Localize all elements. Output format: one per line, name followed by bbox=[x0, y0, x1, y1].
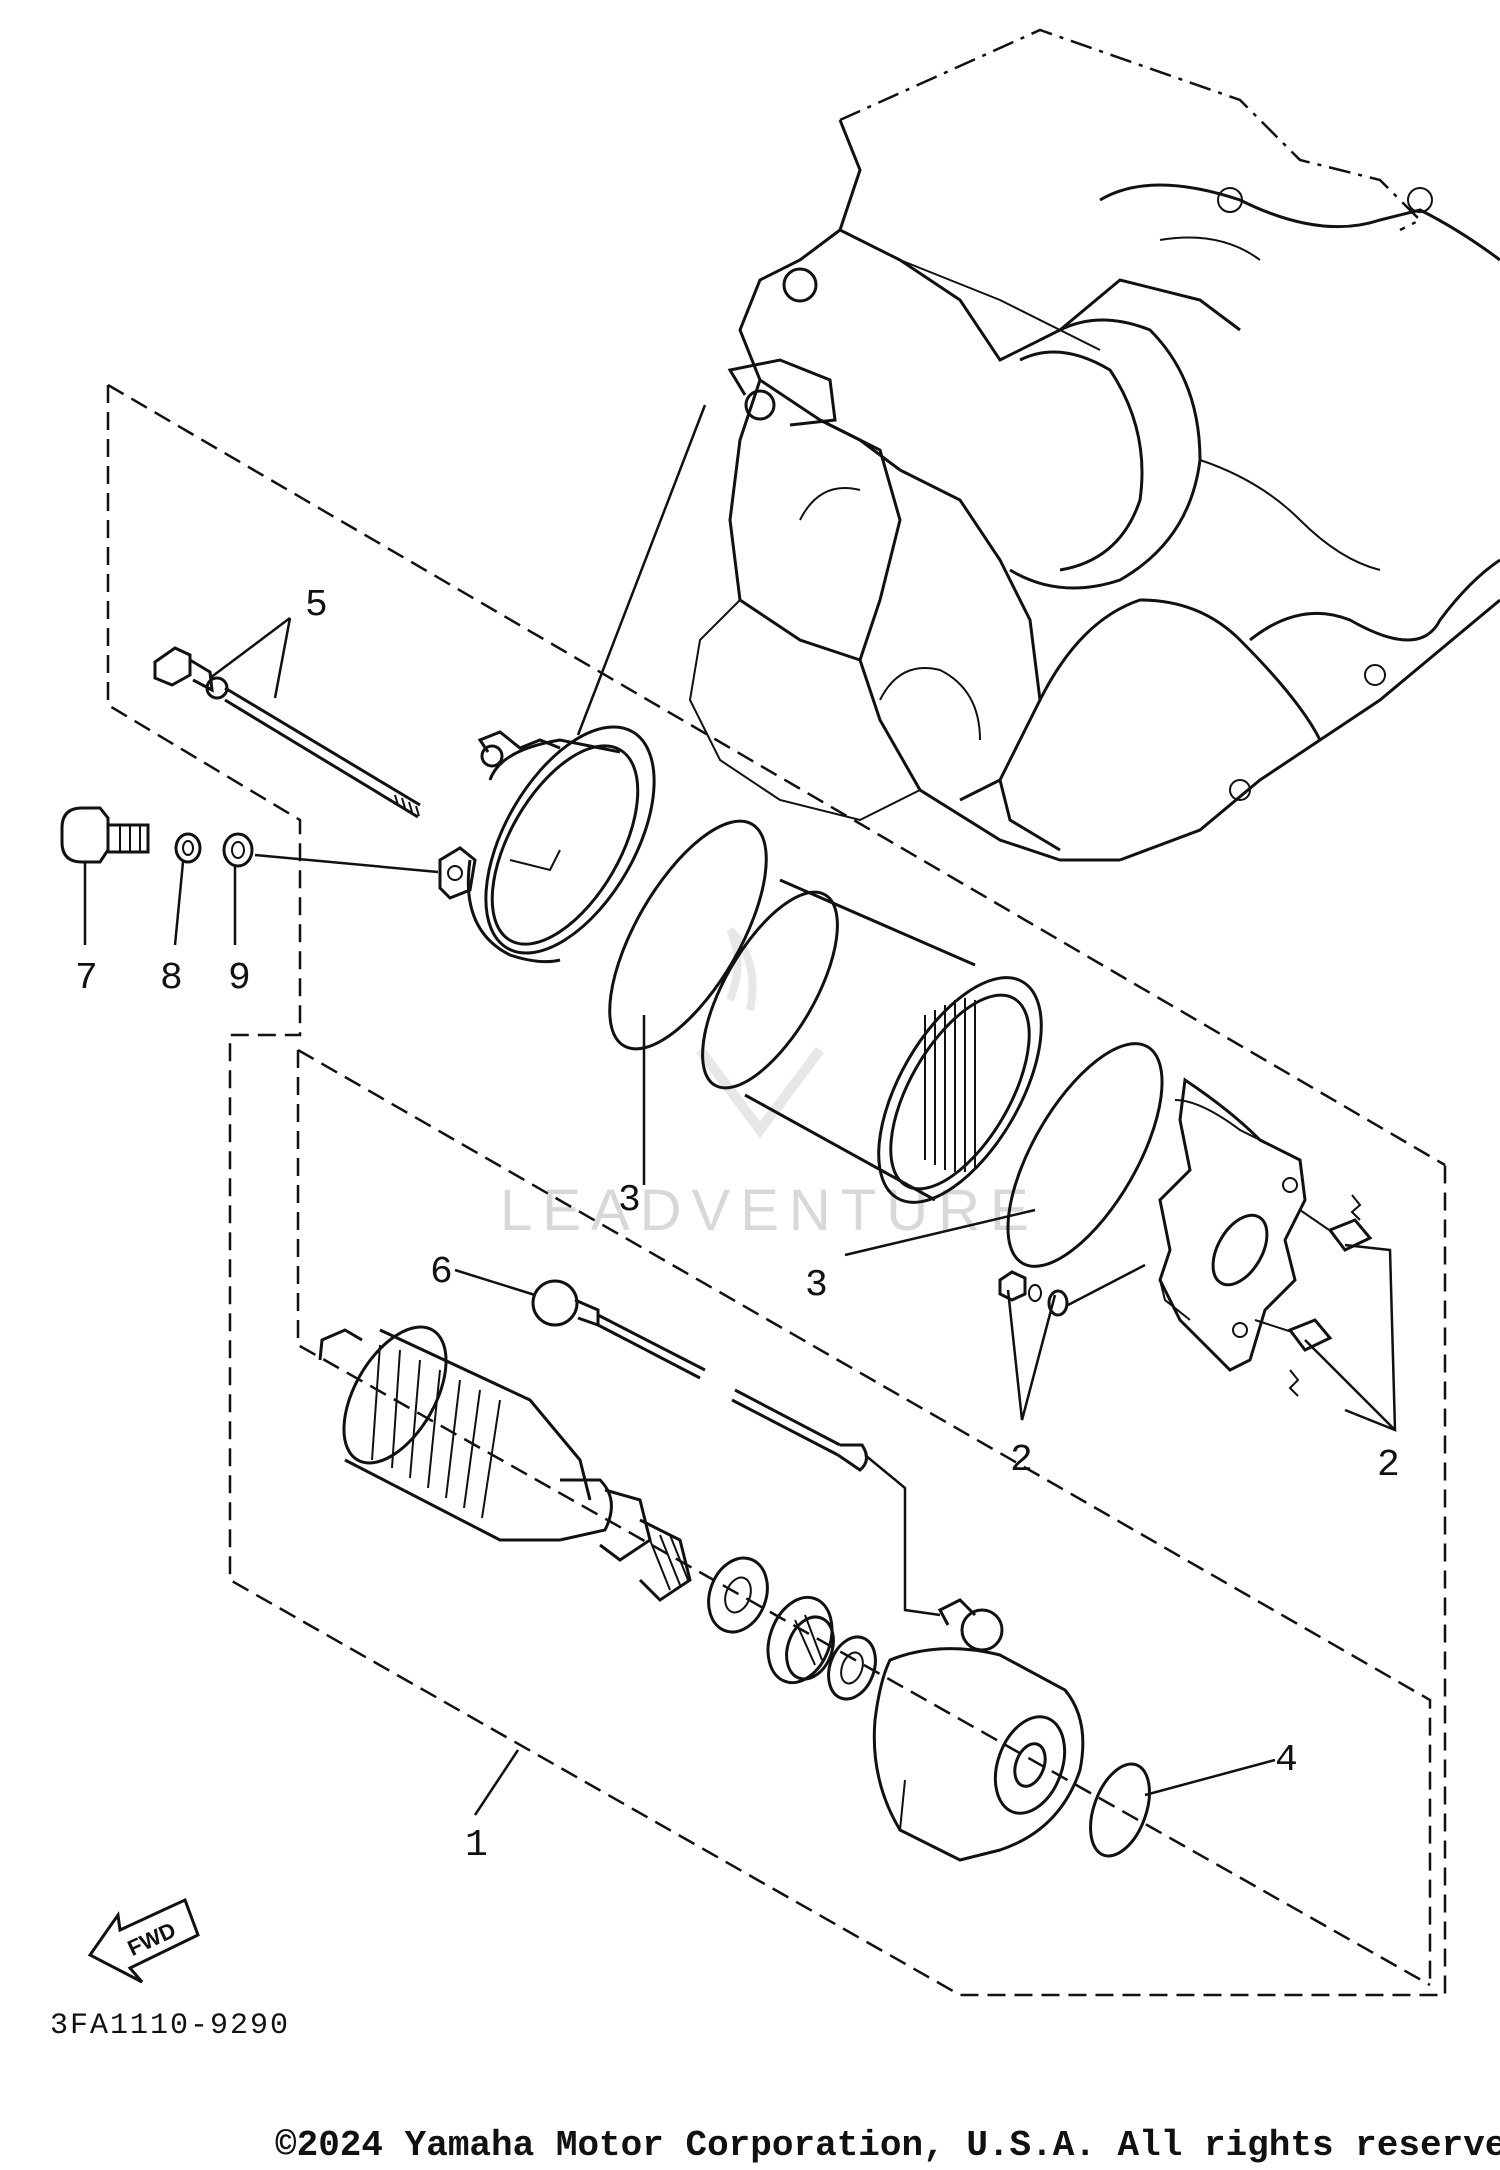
watermark-text: LEADVENTURE bbox=[500, 1178, 1039, 1243]
assembly-frame-inner-top bbox=[297, 1048, 1432, 1985]
washer-8 bbox=[174, 832, 202, 864]
o-ring-3-upper bbox=[608, 819, 768, 1051]
brush-upper bbox=[1299, 1194, 1373, 1252]
o-ring-3-lower bbox=[1006, 1042, 1164, 1268]
brush-holder bbox=[1158, 1077, 1307, 1372]
callout-2-right: 2 bbox=[1377, 1444, 1400, 1487]
callout-1: 1 bbox=[465, 1824, 488, 1867]
callout-7: 7 bbox=[75, 957, 98, 1000]
yoke-housing bbox=[701, 878, 1043, 1204]
callout-9: 9 bbox=[228, 957, 251, 1000]
rear-cover bbox=[872, 1598, 1085, 1862]
bearing-armature bbox=[766, 1595, 835, 1685]
engine-crankcase bbox=[688, 28, 1500, 862]
callout-6: 6 bbox=[430, 1251, 453, 1294]
assembly-frame-top bbox=[107, 383, 1446, 1167]
o-ring-4 bbox=[1089, 1762, 1151, 1858]
watermark-logo bbox=[696, 927, 824, 1139]
callout-2-left: 2 bbox=[1010, 1439, 1033, 1482]
front-cover-bracket bbox=[438, 725, 656, 964]
assembly-frame-inner bbox=[296, 1050, 1431, 1987]
callout-4: 4 bbox=[1275, 1739, 1298, 1782]
callout-3-lower: 3 bbox=[805, 1264, 828, 1307]
brush-lower bbox=[1254, 1318, 1333, 1397]
washer-9 bbox=[222, 832, 254, 868]
leader-lines bbox=[83, 404, 1397, 1816]
armature bbox=[318, 1325, 692, 1602]
mounting-bolt-7 bbox=[60, 806, 150, 864]
copyright-notice: ©2024 Yamaha Motor Corporation, U.S.A. A… bbox=[275, 2125, 1500, 2166]
washer-armature bbox=[707, 1556, 769, 1634]
callout-5: 5 bbox=[305, 584, 328, 627]
terminal-rod-6 bbox=[531, 1279, 868, 1472]
assembly-frame-outer bbox=[106, 385, 1447, 1997]
nut-and-washer-2 bbox=[998, 1263, 1146, 1317]
seal-armature bbox=[827, 1635, 877, 1701]
through-bolt-assembly bbox=[153, 646, 421, 819]
callout-8: 8 bbox=[160, 957, 183, 1000]
callout-3-upper: 3 bbox=[618, 1179, 641, 1222]
fwd-arrow-icon: FWD bbox=[87, 1897, 200, 1984]
drawing-code: 3FA1110-9290 bbox=[50, 2009, 290, 2043]
